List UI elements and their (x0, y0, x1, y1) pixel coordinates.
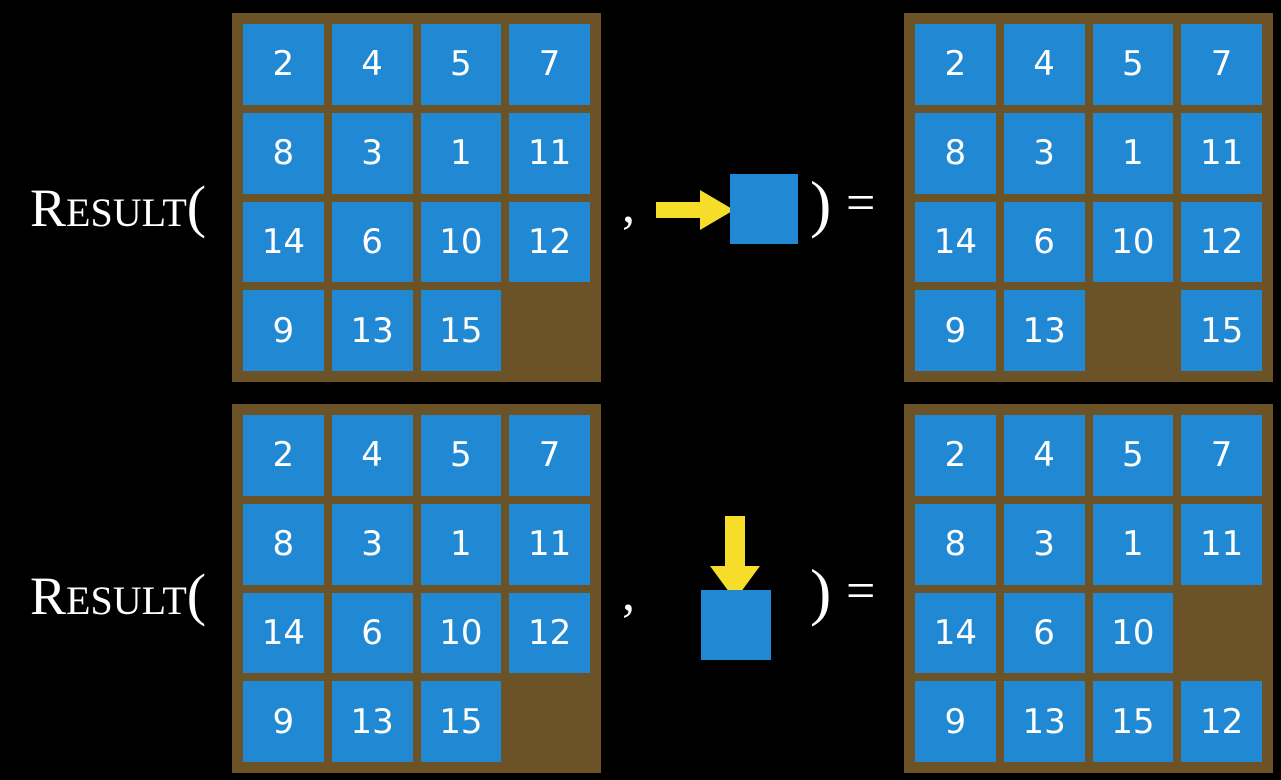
output-board-row-1: 2 4 5 7 8 3 1 11 14 6 10 12 9 13 15 (904, 13, 1273, 382)
result-label-row-1: RESULT( (30, 178, 206, 236)
tile[interactable]: 3 (331, 503, 413, 585)
tile[interactable]: 13 (331, 290, 413, 371)
tile[interactable]: 14 (243, 201, 324, 283)
tile[interactable]: 1 (420, 503, 502, 585)
tile[interactable]: 9 (915, 290, 996, 371)
equals-sign-row-1: = (846, 175, 876, 232)
tile-blank[interactable] (509, 290, 590, 371)
result-label-capital: R (30, 178, 67, 238)
tile[interactable]: 4 (1003, 415, 1085, 496)
input-board-row-2: 2 4 5 7 8 3 1 11 14 6 10 12 9 13 15 (232, 404, 601, 773)
result-label-open-paren: ( (186, 562, 207, 627)
tile[interactable]: 11 (509, 112, 590, 194)
tile[interactable]: 3 (1003, 112, 1085, 194)
tile[interactable]: 7 (509, 24, 590, 105)
tile[interactable]: 1 (420, 112, 502, 194)
comma-separator-row-1: , (622, 177, 635, 234)
tile[interactable]: 6 (331, 201, 413, 283)
arrow-down-icon (710, 516, 760, 600)
tile[interactable]: 11 (509, 503, 590, 585)
result-label-capital: R (30, 566, 67, 626)
tile[interactable]: 10 (1092, 201, 1174, 283)
tile[interactable]: 14 (915, 201, 996, 283)
tile[interactable]: 3 (331, 112, 413, 194)
tile[interactable]: 7 (1181, 415, 1262, 496)
tile[interactable]: 7 (509, 415, 590, 496)
tile[interactable]: 7 (1181, 24, 1262, 105)
tile[interactable]: 13 (331, 681, 413, 762)
tile[interactable]: 9 (243, 290, 324, 371)
tile[interactable]: 8 (915, 503, 996, 585)
tile[interactable]: 4 (1003, 24, 1085, 105)
tile[interactable]: 11 (1181, 503, 1262, 585)
tile[interactable]: 2 (915, 24, 996, 105)
tile[interactable]: 12 (1181, 201, 1262, 283)
tile[interactable]: 13 (1003, 681, 1085, 762)
result-label-row-2: RESULT( (30, 566, 206, 624)
result-label-open-paren: ( (186, 174, 207, 239)
tile[interactable]: 6 (1003, 201, 1085, 283)
tile[interactable]: 9 (915, 681, 996, 762)
output-board-row-2: 2 4 5 7 8 3 1 11 14 6 10 9 13 15 12 (904, 404, 1273, 773)
tile[interactable]: 5 (420, 415, 502, 496)
tile[interactable]: 14 (915, 592, 996, 674)
tile[interactable]: 8 (243, 503, 324, 585)
tile[interactable]: 15 (1181, 290, 1262, 371)
tile[interactable]: 4 (331, 24, 413, 105)
tile[interactable]: 8 (915, 112, 996, 194)
result-label-smallcaps: ESULT (66, 578, 187, 623)
tile[interactable]: 2 (243, 24, 324, 105)
comma-separator-row-2: , (622, 565, 635, 622)
tile[interactable]: 5 (1092, 24, 1174, 105)
close-paren-row-1: ) (810, 168, 832, 239)
close-paren-row-2: ) (810, 556, 832, 627)
tile[interactable]: 12 (1181, 681, 1262, 762)
tile[interactable]: 15 (420, 681, 502, 762)
arrow-right-icon (656, 190, 734, 230)
tile[interactable]: 14 (243, 592, 324, 674)
tile-blank[interactable] (1093, 290, 1174, 371)
tile[interactable]: 12 (509, 201, 590, 283)
tile[interactable]: 2 (915, 415, 996, 496)
blank-tile-indicator-row-2 (701, 590, 771, 660)
tile[interactable]: 15 (420, 290, 502, 371)
tile[interactable]: 12 (509, 592, 590, 674)
tile[interactable]: 2 (243, 415, 324, 496)
tile[interactable]: 9 (243, 681, 324, 762)
tile[interactable]: 5 (420, 24, 502, 105)
tile[interactable]: 1 (1092, 503, 1174, 585)
tile[interactable]: 5 (1092, 415, 1174, 496)
tile[interactable]: 1 (1092, 112, 1174, 194)
tile[interactable]: 11 (1181, 112, 1262, 194)
tile[interactable]: 6 (1003, 592, 1085, 674)
tile[interactable]: 3 (1003, 503, 1085, 585)
equals-sign-row-2: = (846, 563, 876, 620)
tile[interactable]: 4 (331, 415, 413, 496)
tile[interactable]: 8 (243, 112, 324, 194)
result-label-smallcaps: ESULT (66, 190, 187, 235)
blank-tile-indicator-row-1 (730, 174, 798, 244)
tile[interactable]: 6 (331, 592, 413, 674)
input-board-row-1: 2 4 5 7 8 3 1 11 14 6 10 12 9 13 15 (232, 13, 601, 382)
tile[interactable]: 13 (1003, 290, 1085, 371)
tile[interactable]: 10 (1092, 592, 1174, 674)
tile[interactable]: 10 (420, 592, 502, 674)
tile[interactable]: 15 (1092, 681, 1174, 762)
tile-blank[interactable] (509, 681, 590, 762)
tile[interactable]: 10 (420, 201, 502, 283)
tile-blank[interactable] (1181, 593, 1262, 674)
